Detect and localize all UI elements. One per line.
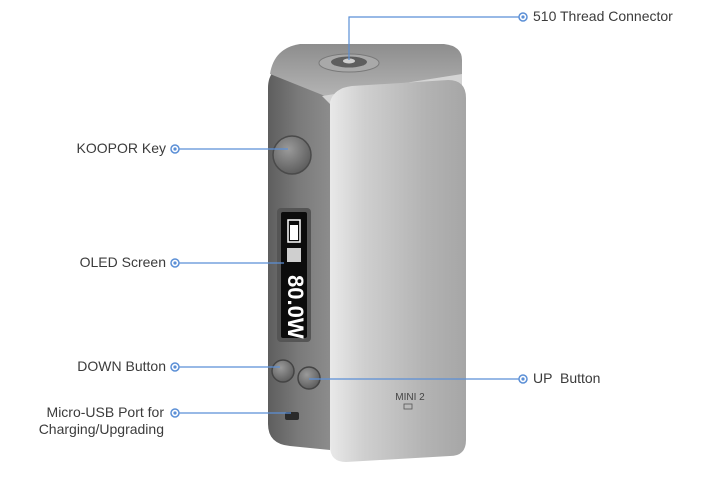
label-up-button: UP Button [533,370,600,387]
label-down-button: DOWN Button [77,358,166,375]
label-koopor-key: KOOPOR Key [77,140,166,157]
label-usb-port-line1: Micro-USB Port for [47,404,164,421]
screen-info-rows [287,248,301,262]
up-button [298,367,320,389]
label-oled-screen: OLED Screen [80,254,166,271]
label-thread-connector: 510 Thread Connector [533,8,673,25]
down-button [272,360,294,382]
label-usb-port-line2: Charging/Upgrading [39,421,164,438]
device-side-face [330,80,466,462]
battery-fill [290,225,298,240]
model-label: MINI 2 [395,392,425,403]
screen-wattage-text: 80.0W [283,275,308,339]
koopor-key-button [273,136,311,174]
